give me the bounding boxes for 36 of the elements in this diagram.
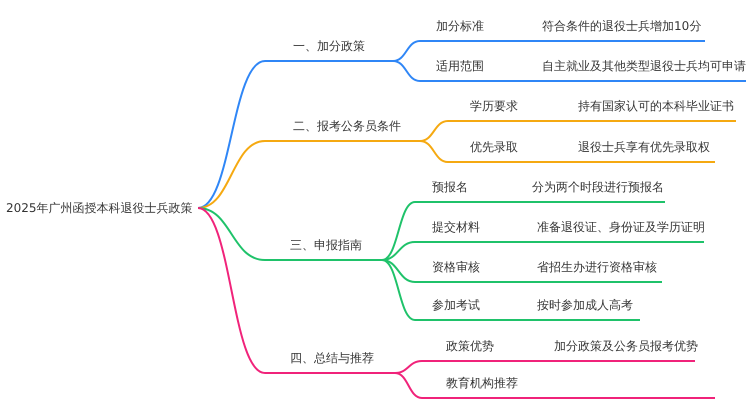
topic-label: 三、申报指南 [290,237,362,254]
topic-label: 资格审核 [432,259,480,276]
topic-label: 二、报考公务员条件 [293,118,401,135]
branch-line [198,207,266,374]
topic-label: 学历要求 [470,98,518,115]
topic-detail: 准备退役证、身份证及学历证明 [537,219,705,236]
branch-line [382,259,416,321]
branch-line [392,60,420,82]
topic-label: 优先录取 [470,139,518,156]
topic-detail: 自主就业及其他类型退役士兵均可申请 [542,58,746,75]
topic-detail: 按时参加成人高考 [537,297,633,314]
topic-label: 预报名 [432,179,468,196]
branch-line [420,140,448,163]
branch-line [420,120,448,142]
topic-label: 加分标准 [436,18,484,35]
topic-label: 参加考试 [432,297,480,314]
topic-label: 提交材料 [432,219,480,236]
branch-line [394,360,422,374]
root-topic: 2025年广州函授本科退役士兵政策 [6,198,196,218]
branch-line [392,40,420,62]
topic-label: 教育机构推荐 [446,375,518,392]
branch-line [382,201,416,261]
branch-line [382,259,416,283]
branch-line [198,60,266,209]
topic-detail: 分为两个时段进行预报名 [532,179,664,196]
topic-detail: 加分政策及公务员报考优势 [554,338,698,355]
topic-detail: 持有国家认可的本科毕业证书 [578,98,734,115]
topic-label: 政策优势 [446,338,494,355]
topic-detail: 符合条件的退役士兵增加10分 [542,18,702,35]
topic-label: 适用范围 [436,58,484,75]
topic-detail: 退役士兵享有优先录取权 [578,139,710,156]
topic-label: 一、加分政策 [293,38,365,55]
branch-line [394,372,422,399]
branch-line [198,207,266,261]
topic-detail: 省招生办进行资格审核 [537,259,657,276]
topic-label: 四、总结与推荐 [290,350,374,367]
